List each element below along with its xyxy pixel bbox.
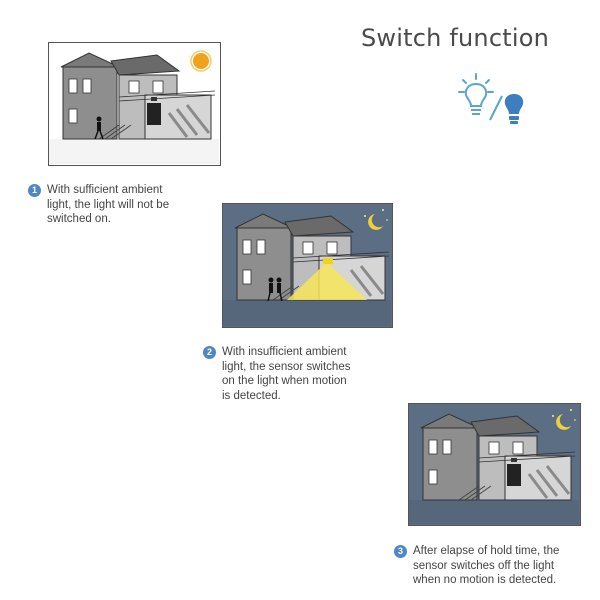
step-text: With insufficient ambient light, the sen…: [222, 346, 351, 402]
step-number-badge: 3: [394, 545, 407, 558]
step-number-badge: 2: [203, 346, 216, 359]
sun-icon: [192, 52, 212, 72]
step-1-caption: 1 With sufficient ambient light, the lig…: [28, 183, 169, 227]
step-3-caption: 3 After elapse of hold time, the sensor …: [394, 544, 559, 588]
bulb-on-off-icon: [456, 70, 532, 134]
scene-daylight: [48, 42, 221, 166]
scene-night-light-off: [408, 403, 581, 526]
step-text: With sufficient ambient light, the light…: [47, 184, 170, 225]
step-text: After elapse of hold time, the sensor sw…: [413, 545, 560, 586]
step-number-badge: 1: [28, 184, 41, 197]
moon-stars-icon: [366, 208, 388, 230]
scene-night-light-on: [222, 203, 393, 328]
page-title: Switch function: [361, 24, 550, 52]
step-2-caption: 2 With insufficient ambient light, the s…: [203, 345, 350, 403]
moon-stars-icon: [556, 407, 578, 429]
